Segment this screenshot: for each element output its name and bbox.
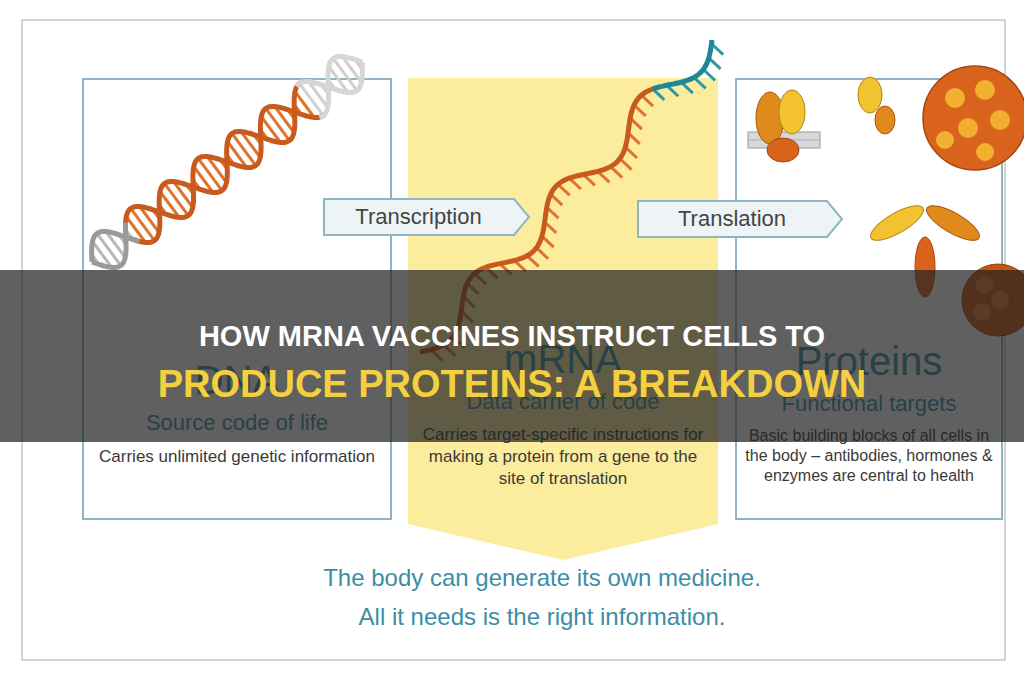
protein-blob — [875, 106, 895, 134]
base-pair — [287, 110, 294, 120]
base-pair — [254, 135, 261, 145]
cell-membrane — [748, 132, 820, 148]
base-pair — [207, 156, 226, 182]
capsid-spot — [990, 110, 1010, 130]
base-pair — [92, 255, 99, 265]
base-pair — [164, 183, 188, 215]
base-pair — [119, 235, 126, 245]
edge-label: Translation — [637, 200, 827, 238]
base-pair — [299, 83, 323, 115]
base-pair — [126, 216, 145, 242]
base-pair — [198, 158, 222, 190]
base-pair — [131, 208, 155, 240]
dna-backbone — [129, 82, 301, 242]
dna-helix — [92, 56, 363, 267]
capsid-spot — [976, 143, 994, 161]
membrane-protein — [767, 138, 799, 162]
base-pair — [328, 80, 335, 90]
base-pair — [355, 60, 362, 70]
base-pair — [160, 191, 179, 217]
tag-outline — [638, 201, 842, 237]
base-pair — [260, 130, 267, 140]
base-pair — [159, 205, 166, 215]
base-pair — [186, 185, 193, 195]
base-pair — [308, 81, 327, 107]
edge-label: Transcription — [323, 198, 514, 236]
base-pair — [266, 108, 290, 140]
dna-backbone — [92, 231, 140, 262]
base-pair — [193, 180, 200, 190]
base-pair — [92, 241, 111, 267]
base-pair — [140, 206, 159, 232]
title-banner — [0, 270, 1024, 442]
chevron-fill — [408, 78, 718, 560]
base-pair — [321, 85, 328, 95]
capsid-spot — [936, 131, 954, 149]
base-pair — [97, 233, 121, 265]
virus-capsid — [923, 66, 1024, 170]
base-pair — [194, 166, 213, 192]
base-pair — [227, 155, 234, 165]
capsid-spot — [945, 88, 965, 108]
base-pair — [232, 133, 256, 165]
base-pair — [125, 230, 132, 240]
base-pair — [241, 131, 260, 157]
box-body: Carries unlimited genetic information — [98, 445, 376, 468]
arrow-tag: Transcription — [323, 198, 530, 236]
base-pair — [294, 105, 301, 115]
dna-backbone — [92, 223, 126, 268]
base-pair — [295, 91, 314, 117]
base-pair — [275, 106, 294, 132]
rna-base — [709, 58, 721, 69]
arrow-tag: Translation — [637, 200, 843, 238]
capsid-spot — [958, 118, 978, 138]
capsid-spot — [975, 80, 995, 100]
base-pair — [220, 160, 227, 170]
tagline-text: All it needs is the right information. — [180, 602, 904, 632]
base-pair — [173, 181, 192, 207]
base-pair — [333, 58, 357, 90]
membrane-protein — [756, 92, 784, 144]
dna-backbone — [319, 56, 362, 117]
protein-blob — [858, 77, 882, 113]
dna-backbone — [125, 106, 324, 233]
tag-outline — [324, 199, 529, 235]
base-pair — [106, 231, 125, 257]
membrane-line — [748, 140, 820, 141]
base-pair — [261, 116, 280, 142]
base-pair — [152, 210, 159, 220]
membrane-protein — [779, 90, 805, 134]
tagline-text: The body can generate its own medicine. — [180, 563, 904, 593]
banner-title: HOW MRNA VACCINES INSTRUCT CELLS TO PROD… — [132, 312, 892, 408]
base-pair — [227, 141, 246, 167]
rna-base — [712, 44, 724, 55]
